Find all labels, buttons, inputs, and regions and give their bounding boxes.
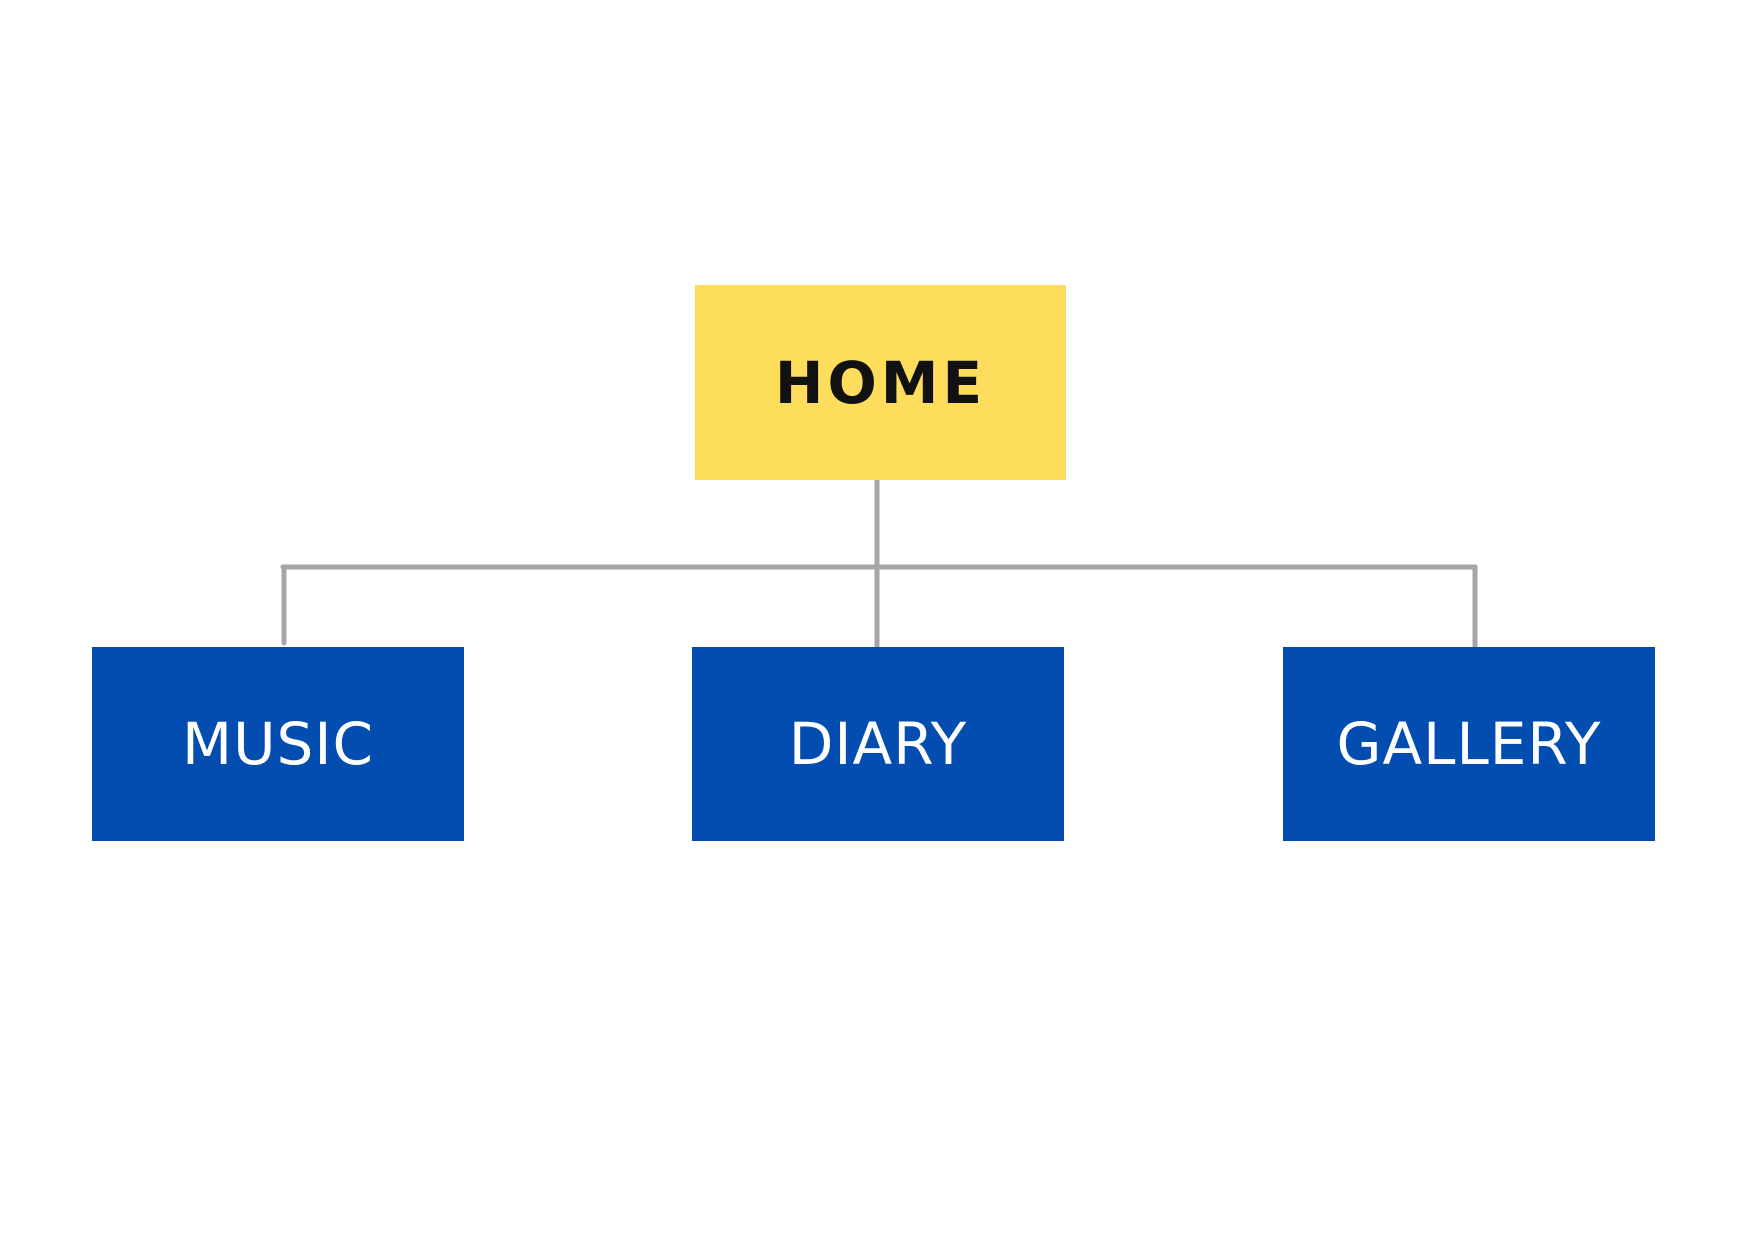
node-diary[interactable]: DIARY: [692, 647, 1064, 841]
node-home[interactable]: HOME: [695, 285, 1066, 480]
node-diary-label: DIARY: [788, 710, 968, 778]
node-gallery[interactable]: GALLERY: [1283, 647, 1655, 841]
node-home-label: HOME: [774, 348, 987, 417]
node-gallery-label: GALLERY: [1336, 710, 1602, 778]
node-music[interactable]: MUSIC: [92, 647, 464, 841]
node-music-label: MUSIC: [182, 710, 374, 778]
